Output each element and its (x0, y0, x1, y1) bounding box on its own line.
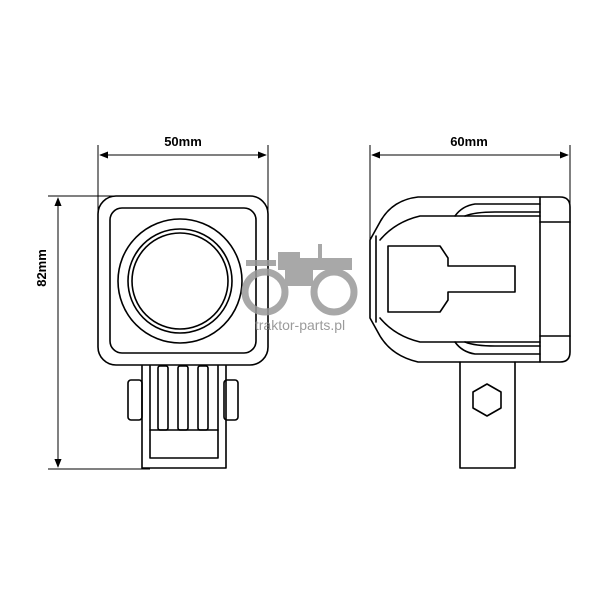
width-label: 50mm (164, 134, 202, 149)
mounting-bracket-front (127, 365, 239, 469)
lamp-housing-side (369, 196, 571, 363)
width-dimension: 50mm (97, 134, 269, 210)
side-view: 60mm (369, 134, 571, 469)
lamp-lens (117, 218, 243, 344)
hex-bolt-icon (472, 383, 502, 417)
height-label: 82mm (34, 249, 49, 287)
watermark-text: traktor-parts.pl (255, 317, 345, 333)
height-dimension: 82mm (34, 195, 150, 470)
mounting-bracket-side (459, 361, 516, 469)
depth-label: 60mm (450, 134, 488, 149)
front-view: 50mm 82mm (34, 134, 269, 470)
depth-dimension: 60mm (369, 134, 571, 240)
lamp-housing-front (97, 195, 269, 366)
watermark: traktor-parts.pl (241, 244, 358, 333)
tractor-logo-icon (241, 244, 358, 316)
